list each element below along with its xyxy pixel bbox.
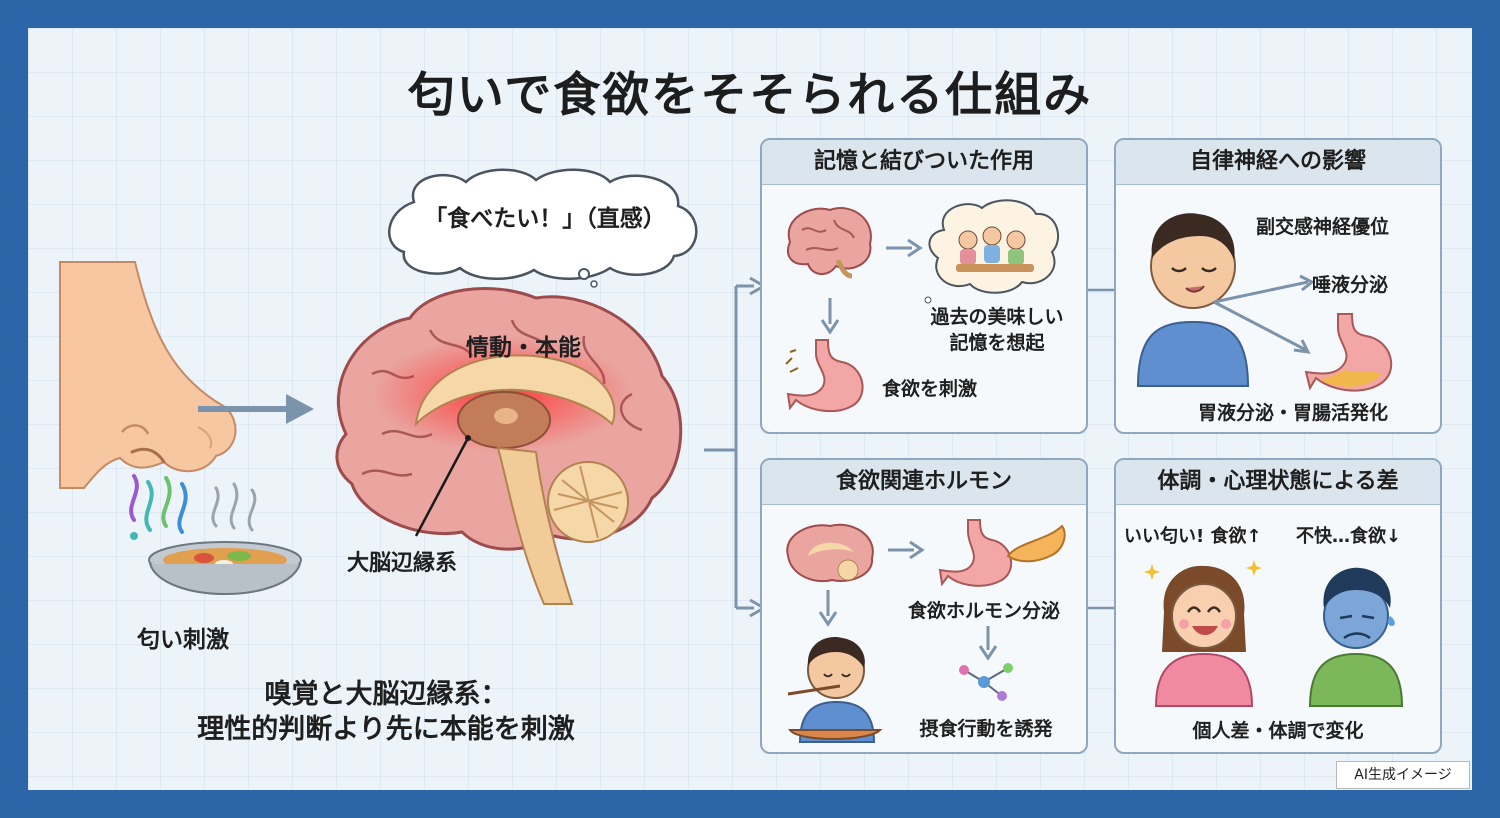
parasympathetic-label: 副交感神経優位 — [1256, 216, 1390, 238]
page-title: 匂いで食欲をそそられる仕組み — [407, 68, 1093, 123]
relaxed-person-icon — [1136, 213, 1250, 387]
stomach-active-icon — [1304, 313, 1393, 392]
arrow-down-icon — [820, 298, 840, 335]
arrow-right-icon — [886, 238, 923, 258]
smell-stimulus-label: 匂い刺激 — [137, 627, 229, 653]
condition-panel: 体調・心理状態による差 いい匂い! 食欲↑ 不快…食欲↓ 個人差・体調で変化 — [1114, 458, 1442, 754]
food-bowl-icon — [148, 541, 302, 595]
recall-line-2: 記憶を想起 — [949, 332, 1045, 354]
stomach-icon — [785, 339, 864, 413]
ai-generated-badge: AI生成イメージ — [1336, 761, 1470, 789]
nose-illustration — [59, 261, 237, 489]
limbic-pointer-line — [414, 435, 471, 537]
recall-line-1: 過去の美味しい — [930, 306, 1064, 328]
autonomic-panel-header: 自律神経への影響 — [1116, 140, 1440, 185]
emotion-instinct-label: 情動・本能 — [466, 335, 581, 361]
bad-smell-label: 不快…食欲↓ — [1296, 526, 1402, 547]
summary-line-1: 嗅覚と大脳辺縁系： — [264, 679, 508, 710]
summary-line-2: 理性的判断より先に本能を刺激 — [197, 714, 575, 745]
thought-bubble — [388, 168, 698, 288]
arrows-to-effects — [1213, 274, 1315, 354]
arrow-to-brain — [198, 394, 314, 424]
eating-behavior-label: 摂食行動を誘発 — [919, 718, 1053, 740]
arrow-right-icon — [888, 540, 925, 560]
family-memory-cloud — [924, 199, 1060, 304]
thought-text: 「食べたい！」（直感） — [424, 206, 666, 232]
good-smell-label: いい匂い! 食欲↑ — [1124, 526, 1262, 547]
happy-person-icon — [1144, 560, 1262, 707]
brain-section-icon — [786, 523, 874, 583]
condition-panel-header: 体調・心理状態による差 — [1116, 460, 1440, 505]
memory-panel: 記憶と結びついた作用 過去の美味しい 記憶を想起 食欲を刺激 — [760, 138, 1088, 434]
panel-links — [1085, 288, 1115, 610]
hormone-secretion-label: 食欲ホルモン分泌 — [907, 600, 1060, 622]
hormone-panel-header: 食欲関連ホルモン — [762, 460, 1086, 505]
appetite-stimulus-label: 食欲を刺激 — [882, 378, 978, 400]
stomach-pancreas-icon — [938, 519, 1066, 587]
hormone-panel: 食欲関連ホルモン 食欲ホルモン分泌 摂食行動を誘発 — [760, 458, 1088, 754]
arrow-down-icon — [978, 626, 998, 661]
condition-footer-label: 個人差・体調で変化 — [1192, 720, 1364, 742]
molecule-icon — [959, 663, 1013, 701]
branch-connector — [704, 276, 768, 618]
eating-child-icon — [787, 637, 883, 743]
brain-icon — [787, 207, 872, 279]
unwell-person-icon — [1308, 567, 1404, 707]
saliva-label: 唾液分泌 — [1312, 274, 1389, 296]
arrow-down-icon — [818, 590, 838, 627]
smell-waves-icon — [129, 474, 257, 540]
brain-illustration — [335, 287, 683, 605]
limbic-system-label: 大脳辺縁系 — [347, 551, 458, 576]
autonomic-panel: 自律神経への影響 副交感神経優位 唾液分泌 胃液分泌・胃腸活発化 — [1114, 138, 1442, 434]
memory-panel-header: 記憶と結びついた作用 — [762, 140, 1086, 185]
gastric-label: 胃液分泌・胃腸活発化 — [1198, 402, 1389, 424]
